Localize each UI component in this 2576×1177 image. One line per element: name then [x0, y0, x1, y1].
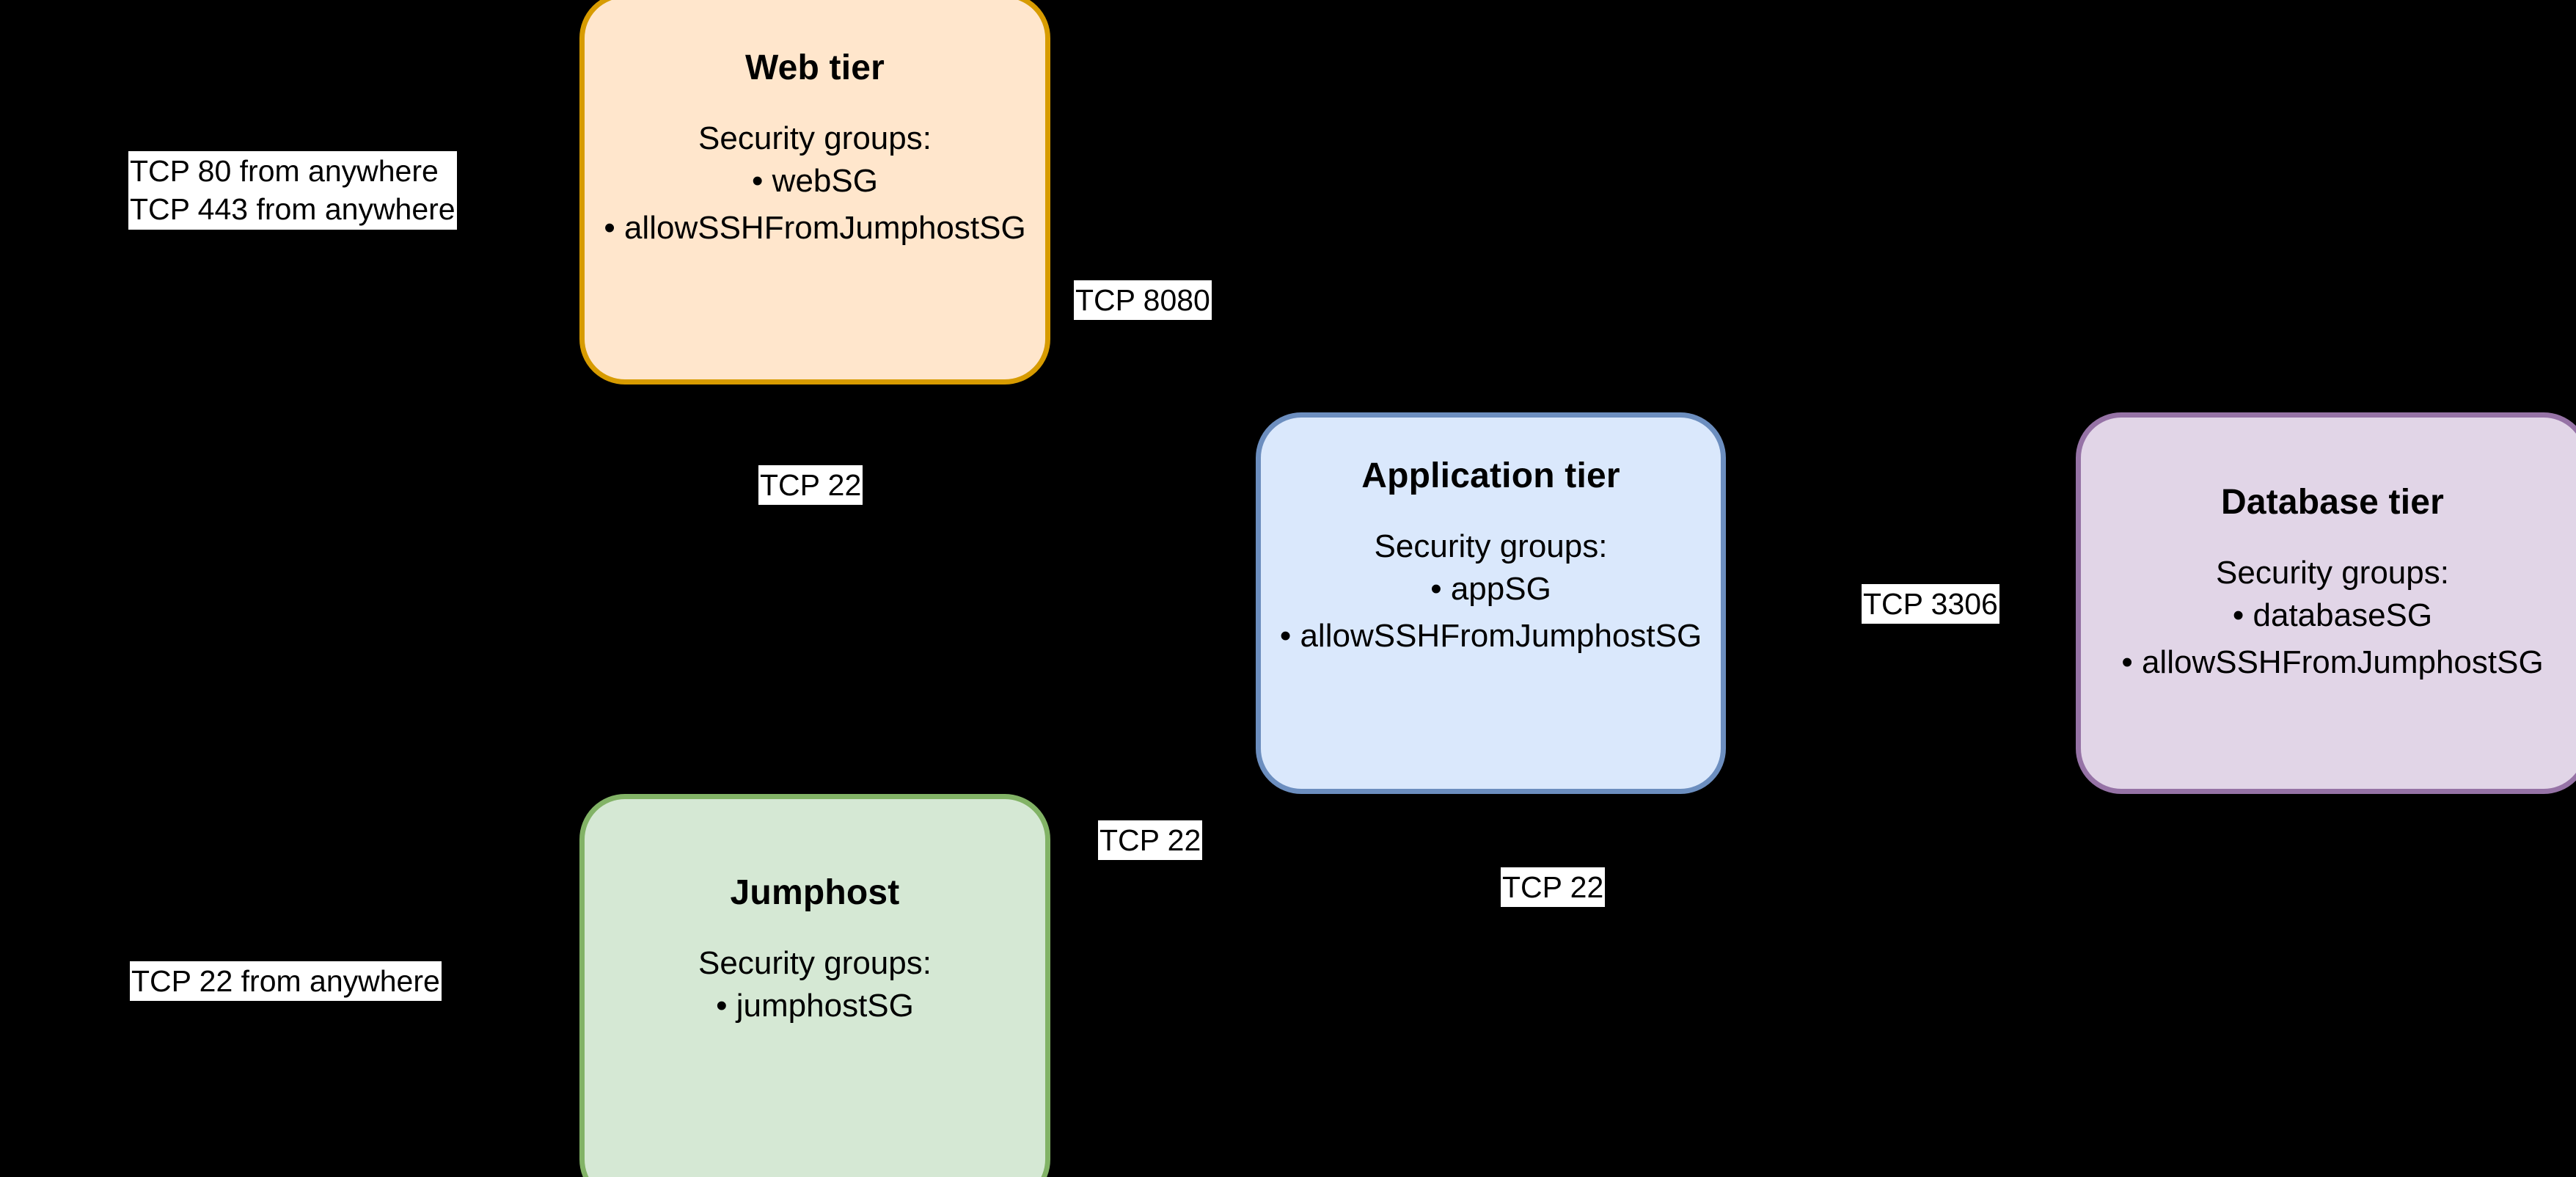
list-item: webSG — [604, 158, 1025, 205]
node-jumphost-security-groups: jumphostSG — [716, 983, 914, 1030]
list-item: allowSSHFromJumphostSG — [604, 205, 1026, 252]
list-item: allowSSHFromJumphostSG — [1280, 613, 1702, 660]
list-item: databaseSG — [2121, 592, 2543, 639]
edge-label-line: TCP 22 from anywhere — [131, 964, 440, 998]
edge-label-line: TCP 3306 — [1863, 587, 1998, 621]
edge-label-web-ssh: TCP 22 — [758, 465, 863, 506]
edge-label-line: TCP 22 — [1502, 870, 1604, 904]
node-application-tier-subtitle: Security groups: — [1374, 528, 1608, 565]
list-item: appSG — [1280, 566, 1702, 613]
edge-label-ingress-web: TCP 80 from anywhere TCP 443 from anywhe… — [128, 151, 457, 230]
list-item: allowSSHFromJumphostSG — [2121, 639, 2544, 686]
node-database-tier-title: Database tier — [2220, 483, 2445, 522]
node-application-tier-security-groups: appSG allowSSHFromJumphostSG — [1280, 566, 1702, 660]
node-web-tier-security-groups: webSG allowSSHFromJumphostSG — [604, 158, 1026, 252]
node-jumphost-title: Jumphost — [730, 873, 900, 912]
node-database-tier[interactable]: Database tier Security groups: databaseS… — [2076, 412, 2576, 794]
node-application-tier[interactable]: Application tier Security groups: appSG … — [1256, 412, 1726, 794]
node-database-tier-security-groups: databaseSG allowSSHFromJumphostSG — [2121, 592, 2544, 686]
edge-label-jump-to-db: TCP 22 — [1501, 867, 1606, 908]
edge-label-line: TCP 8080 — [1075, 283, 1210, 317]
edge-label-line: TCP 22 — [760, 468, 862, 502]
node-jumphost[interactable]: Jumphost Security groups: jumphostSG — [579, 794, 1050, 1177]
edge-label-line: TCP 22 — [1099, 823, 1201, 857]
edge-label-line: TCP 80 from anywhere — [130, 154, 439, 188]
node-jumphost-subtitle: Security groups: — [698, 945, 932, 982]
edge-label-line: TCP 443 from anywhere — [130, 192, 455, 227]
list-item: jumphostSG — [716, 983, 914, 1030]
edge-ingress-to-web — [477, 191, 579, 193]
edge-label-ingress-jumphost: TCP 22 from anywhere — [130, 961, 442, 1002]
node-web-tier-subtitle: Security groups: — [698, 120, 932, 157]
node-application-tier-title: Application tier — [1361, 456, 1620, 495]
node-database-tier-subtitle: Security groups: — [2216, 555, 2449, 591]
node-web-tier-title: Web tier — [744, 48, 885, 87]
node-web-tier[interactable]: Web tier Security groups: webSG allowSSH… — [579, 0, 1050, 385]
edge-label-jump-to-app: TCP 22 — [1098, 820, 1203, 861]
edge-ingress-to-jumphost — [477, 982, 579, 984]
edge-label-app-to-db: TCP 3306 — [1862, 584, 1999, 624]
edge-label-web-to-app: TCP 8080 — [1074, 280, 1212, 321]
